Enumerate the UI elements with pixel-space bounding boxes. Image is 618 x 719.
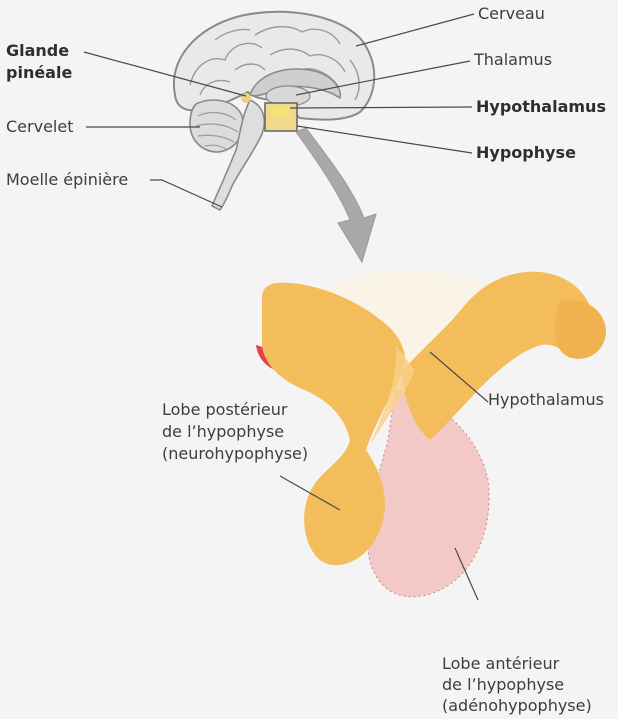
label-pineale: pinéale <box>6 63 72 83</box>
label-lobe-post-line3: (neurohypophyse) <box>162 444 308 464</box>
label-hypothalamus-bottom: Hypothalamus <box>488 390 604 410</box>
leader-cerveau <box>356 14 474 46</box>
zoom-arrow <box>296 128 376 262</box>
label-cerveau: Cerveau <box>478 4 545 24</box>
leader-hypophyse <box>297 126 472 153</box>
label-cervelet: Cervelet <box>6 117 73 137</box>
leader-moelle <box>150 180 222 207</box>
label-lobe-post-line2: de l’hypophyse <box>162 422 284 442</box>
label-lobe-ant-line1: Lobe antérieur <box>442 654 559 674</box>
label-hypothalamus-top: Hypothalamus <box>476 97 606 117</box>
label-lobe-post-line1: Lobe postérieur <box>162 400 288 420</box>
label-lobe-ant-line2: de l’hypophyse <box>442 675 564 695</box>
label-thalamus: Thalamus <box>474 50 552 70</box>
label-hypophyse-top: Hypophyse <box>476 143 576 163</box>
label-moelle: Moelle épinière <box>6 170 128 190</box>
label-lobe-ant-line3: (adénohypophyse) <box>442 696 592 716</box>
hypothalamus-highlight <box>271 106 291 118</box>
label-glande: Glande <box>6 41 69 61</box>
pituitary-enlargement <box>256 270 606 597</box>
hypothalamus-knob <box>555 299 606 359</box>
